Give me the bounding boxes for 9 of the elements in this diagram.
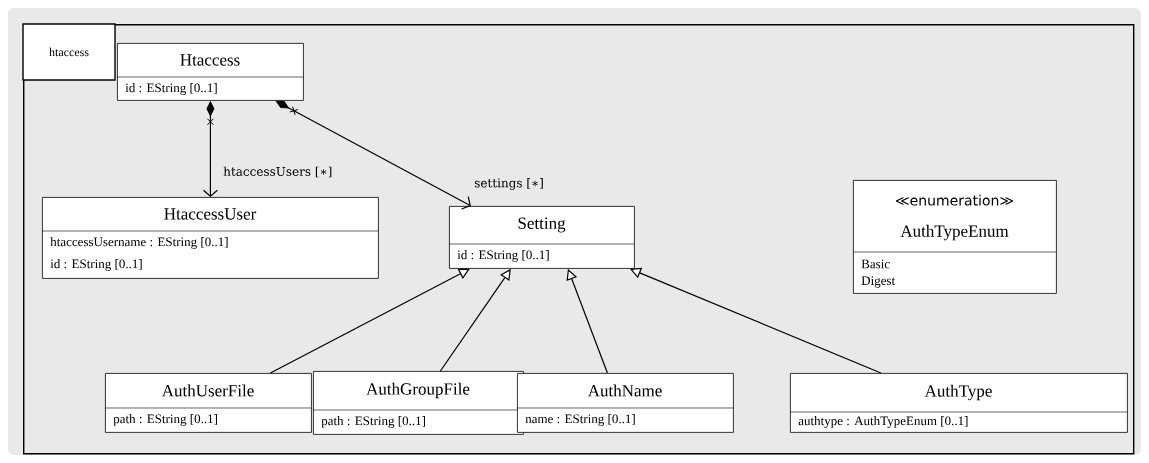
class-box: AuthName name : EString [0..1] [516,373,734,433]
class-box: AuthUserFile path : EString [0..1] [104,373,312,433]
edge-label: settings [∗] [473,177,545,191]
class-box: AuthType authtype : AuthTypeEnum [0..1] [789,373,1128,433]
class-box: Setting id : EString [0..1] [448,206,635,269]
class-box: AuthGroupFile path : EString [0..1] [312,371,524,435]
class-box: ≪enumeration≫ AuthTypeEnum Basic Digest [852,180,1057,294]
class-box: HtaccessUser htaccessUsername : EString [0..1] id : EString [0..1] [41,197,379,279]
generalization-arrow [269,268,470,374]
